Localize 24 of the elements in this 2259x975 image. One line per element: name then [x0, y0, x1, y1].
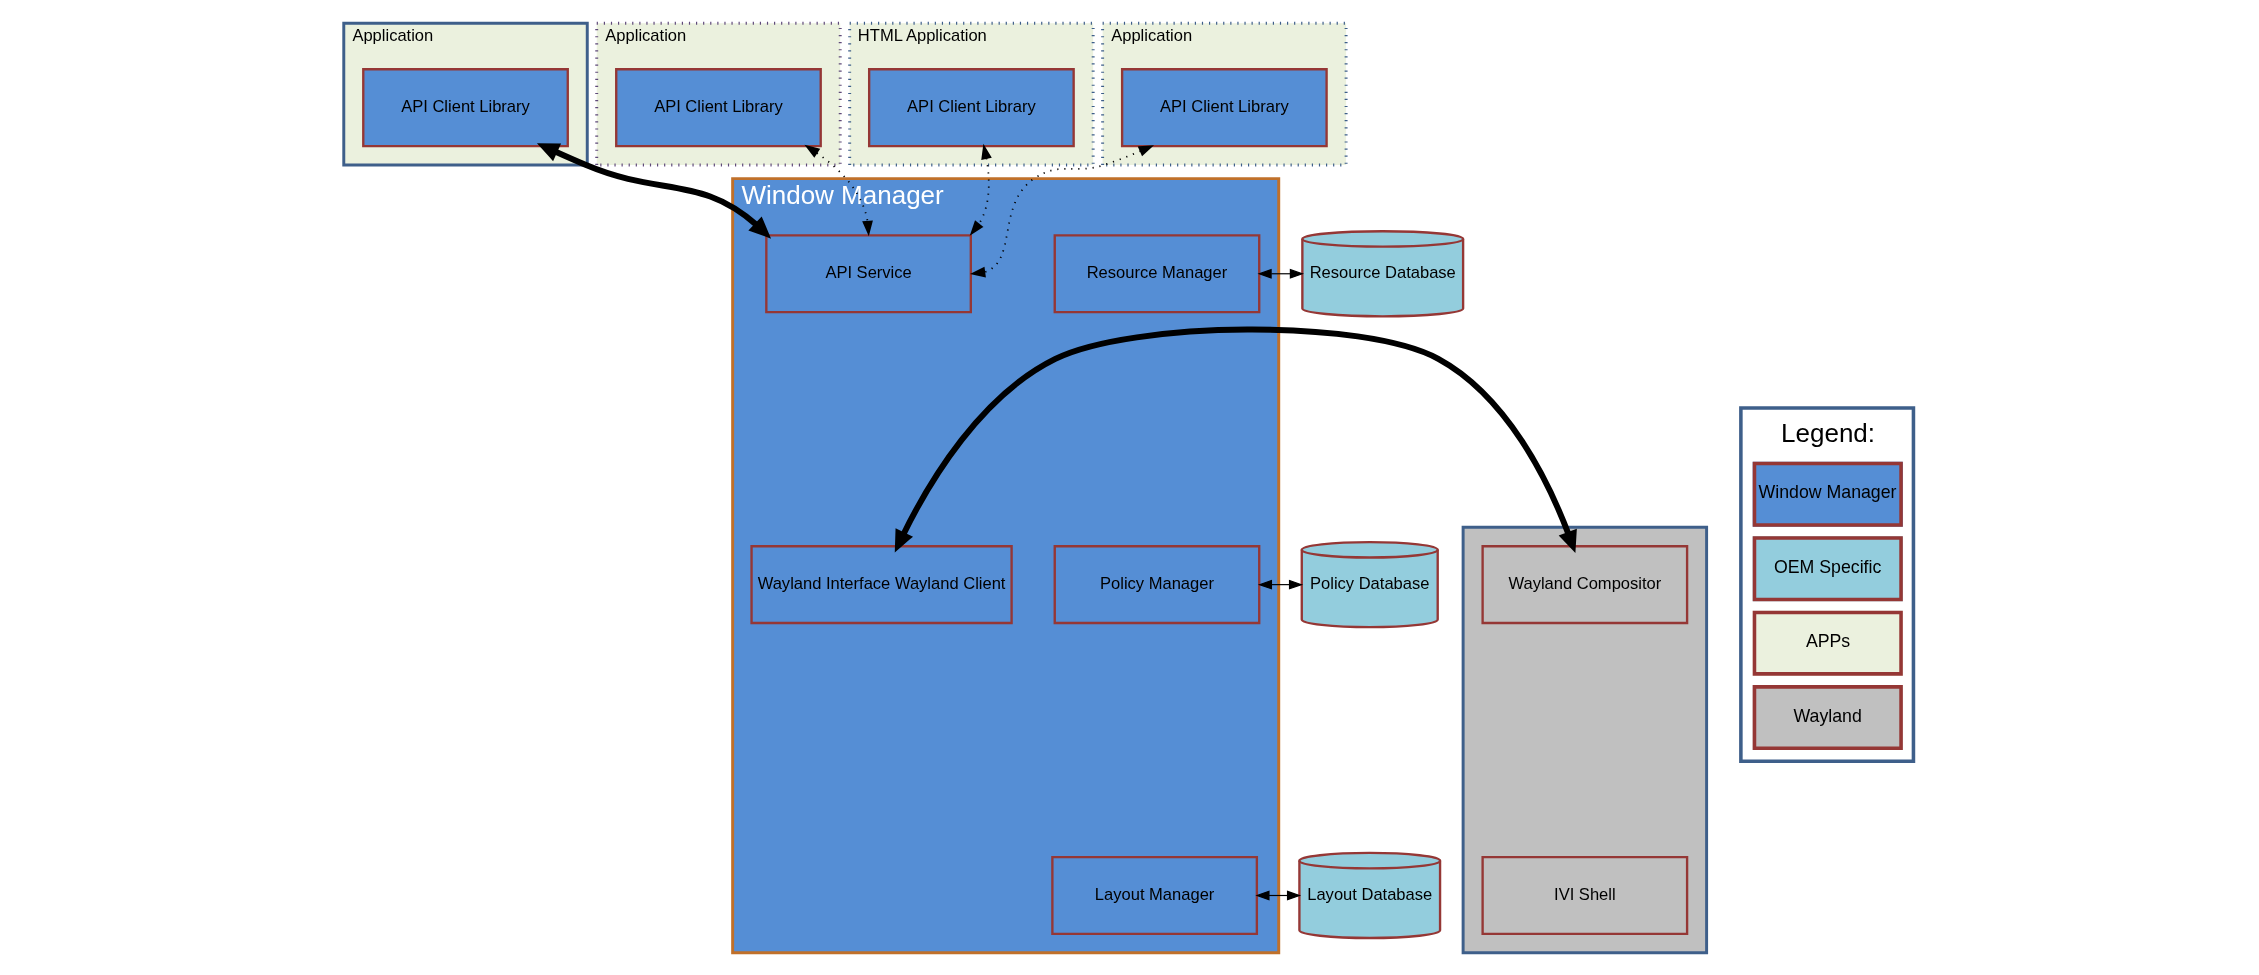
label: Legend: — [1781, 417, 1876, 448]
node-box: API Client Library — [362, 67, 569, 147]
arrow — [1257, 268, 1304, 279]
legend-label: Window Manager — [1758, 481, 1897, 502]
arrow — [894, 326, 1577, 553]
node-box: API Client Library — [615, 67, 822, 147]
arrow — [969, 144, 1154, 277]
legend-label: OEM Specific — [1773, 556, 1882, 577]
arrow — [969, 143, 992, 236]
node-box: Wayland Interface Wayland Client — [750, 544, 1013, 624]
arrow — [536, 142, 772, 239]
node-box: Wayland Compositor — [1481, 544, 1689, 624]
legend-label: APPs — [1805, 630, 1851, 651]
node-box: Layout Manager — [1051, 855, 1259, 935]
node-box: API Client Library — [868, 67, 1075, 147]
arrow — [804, 144, 873, 236]
node-box: IVI Shell — [1481, 855, 1689, 935]
node-box: API Service — [765, 233, 972, 313]
legend-label: Wayland — [1793, 705, 1862, 726]
node-box: API Client Library — [1120, 67, 1328, 147]
arrow — [1255, 890, 1302, 900]
node-box: Policy Manager — [1053, 544, 1261, 624]
node-box: Resource Manager — [1053, 233, 1261, 313]
arrow — [1257, 579, 1304, 590]
